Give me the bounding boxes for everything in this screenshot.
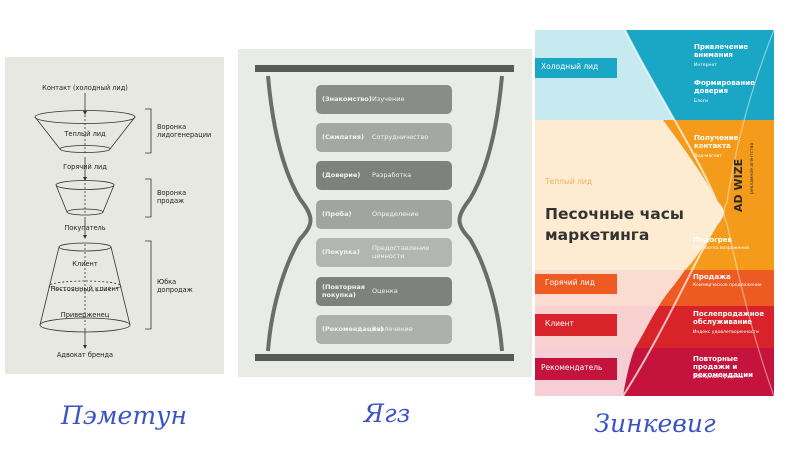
caption-author-2: Ягз <box>363 399 411 428</box>
band-label-cold: Холодный лид <box>541 62 599 71</box>
band-label-client: Клиент <box>545 319 574 328</box>
stage-title: Формирование доверия <box>694 79 755 96</box>
loyal-label: Приверженец <box>60 311 110 319</box>
book-cover-panel: Холодный лид Теплый лид Горячий лид Клие… <box>535 30 774 396</box>
stage-title: Подогрев <box>693 236 732 244</box>
stage-subtitle: Блоги <box>694 99 709 104</box>
stage-row: (Покупка)Предоставление ценности <box>316 238 452 267</box>
band-label-hot: Горячий лид <box>545 278 595 287</box>
hot-lead-label: Горячий лид <box>63 163 107 171</box>
stage-subtitle: Коммерческое предложение <box>693 283 762 288</box>
stage-subtitle: Интернет <box>694 63 717 68</box>
warm-lead-label: Теплый лид <box>64 130 106 138</box>
stage-row: (Проба)Определение <box>316 200 452 229</box>
funnel-shapes <box>34 93 152 349</box>
bracket-2 <box>145 178 152 218</box>
stage-subtitle: Повторные продажи <box>693 375 743 380</box>
stage-row: (Повторная покупка)Оценка <box>316 277 452 306</box>
band-tag-cold <box>535 58 617 78</box>
hourglass-right-curve <box>457 75 504 352</box>
funnel-2-bottom <box>66 208 104 216</box>
band-label-warm: Теплый лид <box>545 177 592 186</box>
skirt-sides <box>39 246 131 326</box>
stage-subtitle: Лид-магнит <box>694 154 723 159</box>
book-title-line1: Песочные часы <box>545 205 684 223</box>
funnel-2-sides <box>55 184 115 213</box>
skirt-mid-ring <box>48 280 122 292</box>
stage-title: Продажа <box>693 273 731 281</box>
hourglass-panel: (Знакомство)Изучение (Симпатия)Сотруднич… <box>238 49 532 377</box>
band-tag-recommender <box>535 358 617 380</box>
book-title-line2: маркетинга <box>545 226 650 244</box>
funnel-1-bottom <box>59 145 111 153</box>
stage-subtitle: Обработка возражений <box>693 246 750 251</box>
book-cover-art <box>535 30 774 396</box>
band-tag-hot <box>535 274 617 294</box>
caption-author-1: Пэметун <box>60 401 188 430</box>
client-label: Клиент <box>72 260 98 268</box>
stage-title: Получение контакта <box>694 134 739 151</box>
spine-subtitle: рекламное агентство <box>750 142 755 194</box>
hourglass-bottom-bar <box>255 354 514 361</box>
band-tag-client <box>535 314 617 336</box>
bracket-1 <box>145 108 152 154</box>
stage-title: Повторные продажи и рекомендации <box>693 355 753 380</box>
stage-subtitle: Индекс удовлетворенности <box>693 330 759 335</box>
band-label-recommender: Рекомендатель <box>541 363 603 372</box>
skirt-bottom <box>39 317 131 333</box>
caption-author-3: Зинкевиг <box>594 409 716 438</box>
stage-row: (Рекомендация)Вовлечение <box>316 315 452 344</box>
stage-title: Послепродажное обслуживание <box>693 310 765 327</box>
funnel-diagram-panel: Контакт (холодный лид) Теплый лид Горячи… <box>5 57 224 374</box>
stage-row: (Доверие)Разработка <box>316 161 452 190</box>
bracket-3 <box>145 240 152 330</box>
stage-row: (Симпатия)Сотрудничество <box>316 123 452 152</box>
regular-client-label: Постоянный клиент <box>50 285 120 293</box>
advocate-label: Адвокат бренда <box>56 351 114 359</box>
hourglass-left-curve <box>266 75 313 352</box>
funnel-top-label: Контакт (холодный лид) <box>42 84 128 92</box>
hourglass-frame <box>255 65 514 361</box>
funnel-1-sides <box>34 116 136 150</box>
spine-brand: AD WIZE <box>732 158 745 212</box>
hourglass-top-bar <box>255 65 514 72</box>
buyer-label: Покупатель <box>64 224 106 232</box>
stage-row: (Знакомство)Изучение <box>316 85 452 114</box>
stage-title: Привлечение внимания <box>694 43 749 60</box>
